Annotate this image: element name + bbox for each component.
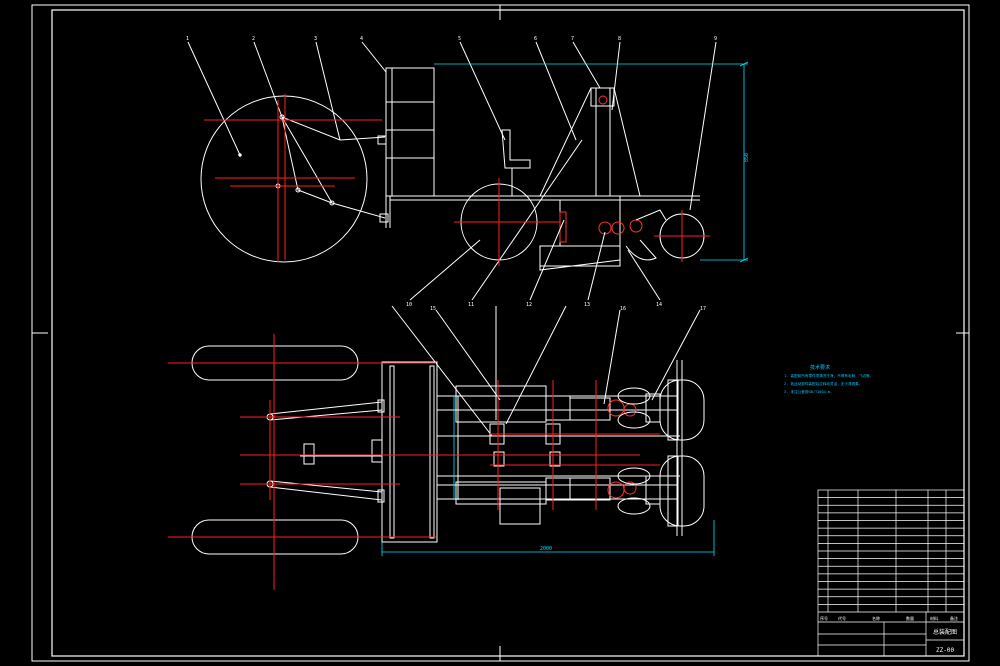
header-code: 代号 (838, 615, 846, 621)
balloon-1: 1 (186, 36, 189, 42)
header-qty: 数量 (906, 615, 914, 621)
dimension-height-label: 850 (744, 153, 750, 162)
side-view-centerlines (204, 94, 710, 266)
balloon-11: 11 (468, 302, 474, 308)
notes-line-2: 2. 各运动部件装配后应转动灵活，无卡滞现象。 (784, 381, 862, 386)
drawing-number: ZZ-00 (936, 647, 954, 654)
balloon-9: 9 (714, 36, 717, 42)
drawing-frame (51, 9, 965, 657)
side-elevation-view (187, 41, 717, 301)
header-index: 序号 (820, 615, 828, 621)
plan-view-dimensions (381, 396, 715, 556)
balloon-16: 16 (620, 306, 626, 312)
drawing-name: 总装配图 (933, 628, 957, 636)
header-name: 名称 (872, 615, 880, 621)
balloon-13: 13 (584, 302, 590, 308)
header-material: 材料 (930, 615, 938, 621)
balloon-8: 8 (618, 36, 621, 42)
balloon-6: 6 (534, 36, 537, 42)
outer-border (31, 4, 970, 662)
header-remark: 备注 (950, 615, 958, 621)
balloon-10: 10 (406, 302, 412, 308)
detail-circle (200, 95, 368, 263)
balloon-7: 7 (571, 36, 574, 42)
balloon-14: 14 (656, 302, 662, 308)
balloon-15: 15 (430, 306, 436, 312)
balloon-3: 3 (314, 36, 317, 42)
center-marks (32, 5, 969, 661)
dimension-length-label: 2000 (540, 546, 552, 552)
title-block-header: 序号 代号 名称 数量 材料 备注 (820, 615, 958, 621)
balloons-top: 1 2 3 4 5 6 7 8 9 (186, 36, 717, 42)
balloon-4: 4 (360, 36, 363, 42)
balloons-bottom: 10 11 12 13 14 15 16 17 (406, 302, 706, 312)
balloon-2: 2 (252, 36, 255, 42)
side-view-dimensions (434, 61, 749, 263)
balloon-5: 5 (458, 36, 461, 42)
plan-view-centerlines (168, 334, 660, 590)
plan-view (191, 305, 705, 555)
balloon-12: 12 (526, 302, 532, 308)
notes-line-1: 1. 装配前所有零件须清洗干净，不得有毛刺、飞边等。 (784, 373, 873, 378)
notes-line-3: 3. 未注公差按GB/T1804-m。 (784, 389, 834, 394)
title-block (817, 489, 965, 657)
balloon-17: 17 (700, 306, 706, 312)
technical-notes: 技术要求 1. 装配前所有零件须清洗干净，不得有毛刺、飞边等。 2. 各运动部件… (784, 364, 873, 394)
notes-title: 技术要求 (810, 364, 830, 371)
